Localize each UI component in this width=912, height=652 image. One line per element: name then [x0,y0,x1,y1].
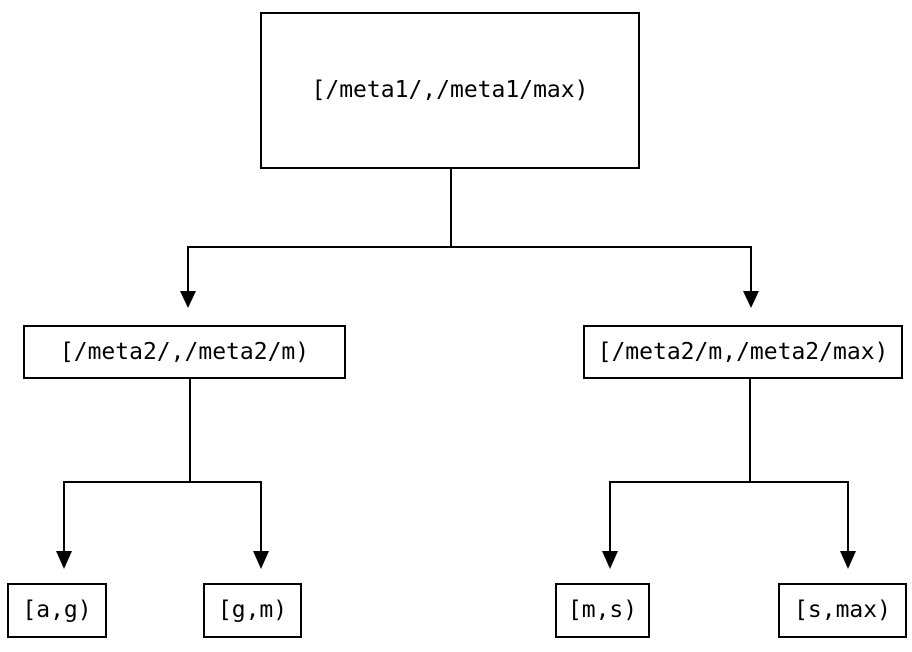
node-meta2-left-label: [/meta2/,/meta2/m) [59,338,310,365]
node-meta2-left: [/meta2/,/meta2/m) [23,325,346,379]
leaf-node-smax-label: [s,max) [794,597,891,623]
edge-root-right [451,246,752,292]
leaf-node-ms: [m,s) [555,583,650,638]
edge-right-leaf-ms [609,481,750,552]
edge-root-left [187,246,451,292]
edge-left-leaf-ag [63,481,190,552]
node-meta2-right-label: [/meta2/m,/meta2/max) [597,338,889,365]
leaf-node-gm-label: [g,m) [217,597,288,623]
arrowhead-icon [602,551,618,569]
node-meta2-right: [/meta2/m,/meta2/max) [583,325,903,379]
arrowhead-icon [253,551,269,569]
node-root: [/meta1/,/meta1/max) [260,12,640,169]
arrowhead-icon [56,551,72,569]
edge-left-leaf-gm [190,481,262,552]
leaf-node-smax: [s,max) [778,583,907,638]
arrowhead-icon [180,291,196,308]
edge-right-leaf-smax [750,481,849,552]
arrowhead-icon [743,291,759,308]
arrowhead-icon [840,551,856,569]
node-root-label: [/meta1/,/meta1/max) [311,77,589,103]
leaf-node-ag: [a,g) [7,583,107,638]
leaf-node-ag-label: [a,g) [22,597,92,623]
leaf-node-ms-label: [m,s) [567,597,638,623]
leaf-node-gm: [g,m) [203,583,302,638]
